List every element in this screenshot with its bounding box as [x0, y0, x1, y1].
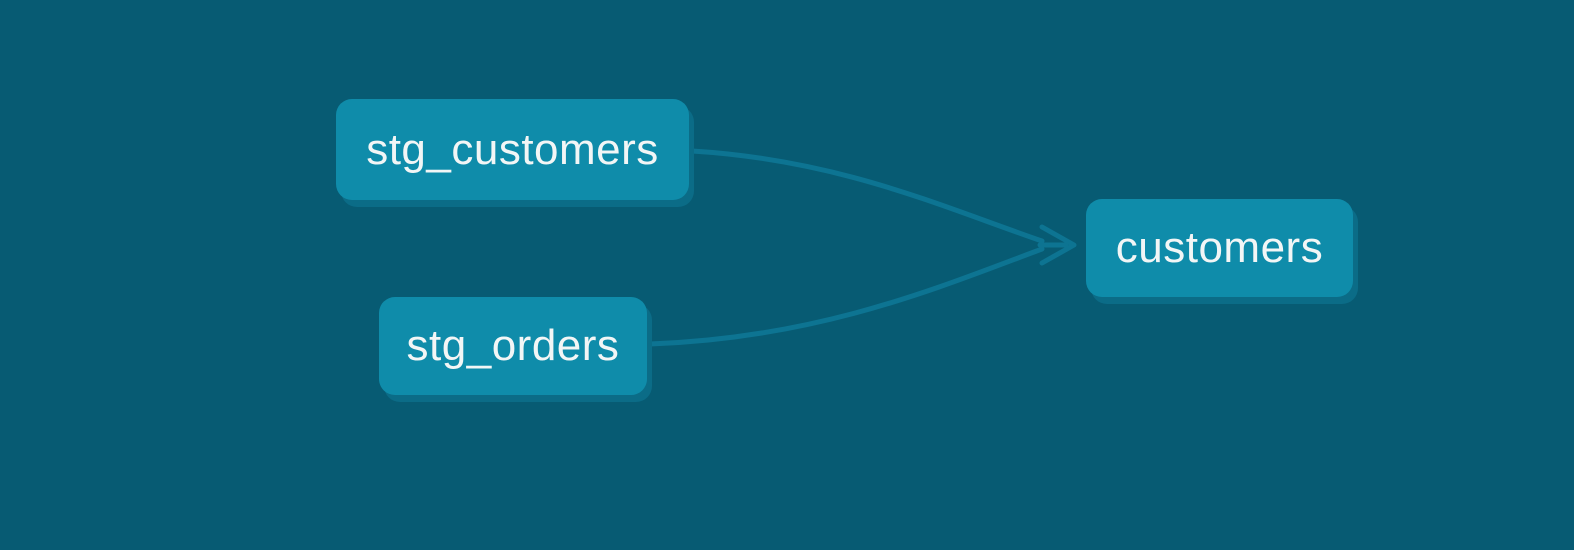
node-stg-customers[interactable]: stg_customers — [336, 99, 689, 200]
node-stg-orders[interactable]: stg_orders — [379, 297, 647, 395]
node-customers[interactable]: customers — [1086, 199, 1353, 297]
node-label-customers: customers — [1115, 223, 1324, 272]
arrowhead-icon — [1039, 224, 1077, 266]
node-label-stg-orders: stg_orders — [406, 321, 620, 370]
node-label-stg-customers: stg_customers — [366, 124, 659, 174]
edge-stg-orders-to-customers — [647, 246, 1045, 347]
edge-stg-customers-to-customers — [689, 148, 1045, 244]
